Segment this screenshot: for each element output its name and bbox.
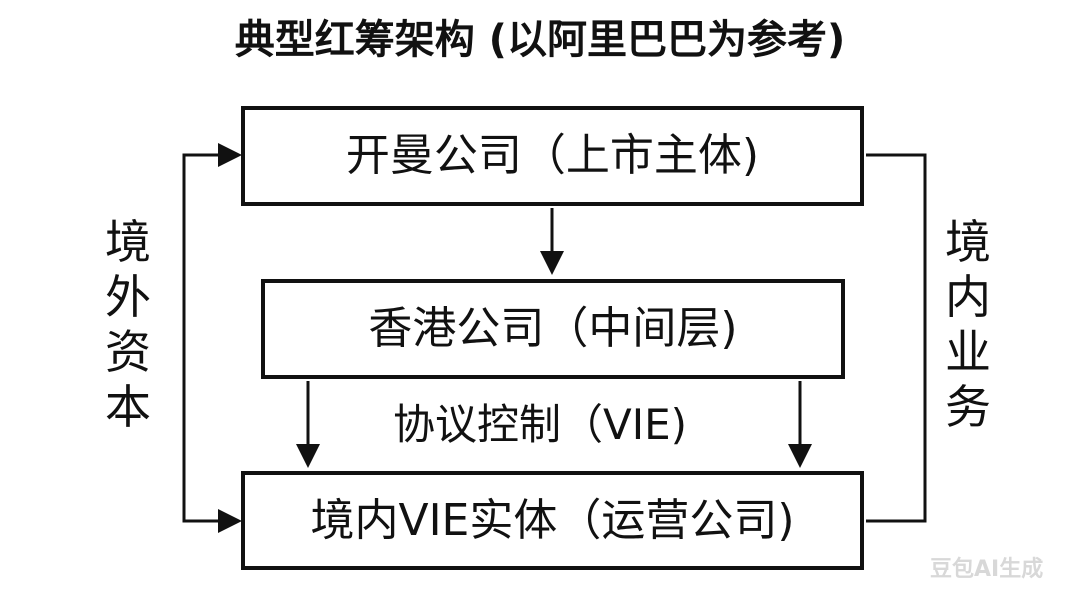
node-cayman-company: 开曼公司（上市主体) (241, 106, 864, 206)
left-bracket-line (182, 153, 237, 523)
diagram-title: 典型红筹架构 (以阿里巴巴为参考) (234, 17, 846, 63)
node-hongkong-company: 香港公司（中间层) (261, 279, 845, 379)
label-offshore-capital: 境外资本 (105, 215, 151, 434)
node-hongkong-label: 香港公司（中间层) (368, 303, 738, 354)
node-cayman-label: 开曼公司（上市主体) (345, 130, 760, 181)
label-domestic-business: 境内业务 (945, 215, 991, 434)
right-bracket-line (866, 153, 927, 523)
watermark: 豆包AI生成 (930, 557, 1044, 582)
label-contractual-control: 协议控制（VIE) (392, 400, 688, 449)
node-domestic-vie-entity: 境内VIE实体（运营公司) (241, 471, 864, 570)
node-vie-label: 境内VIE实体（运营公司) (310, 494, 795, 546)
